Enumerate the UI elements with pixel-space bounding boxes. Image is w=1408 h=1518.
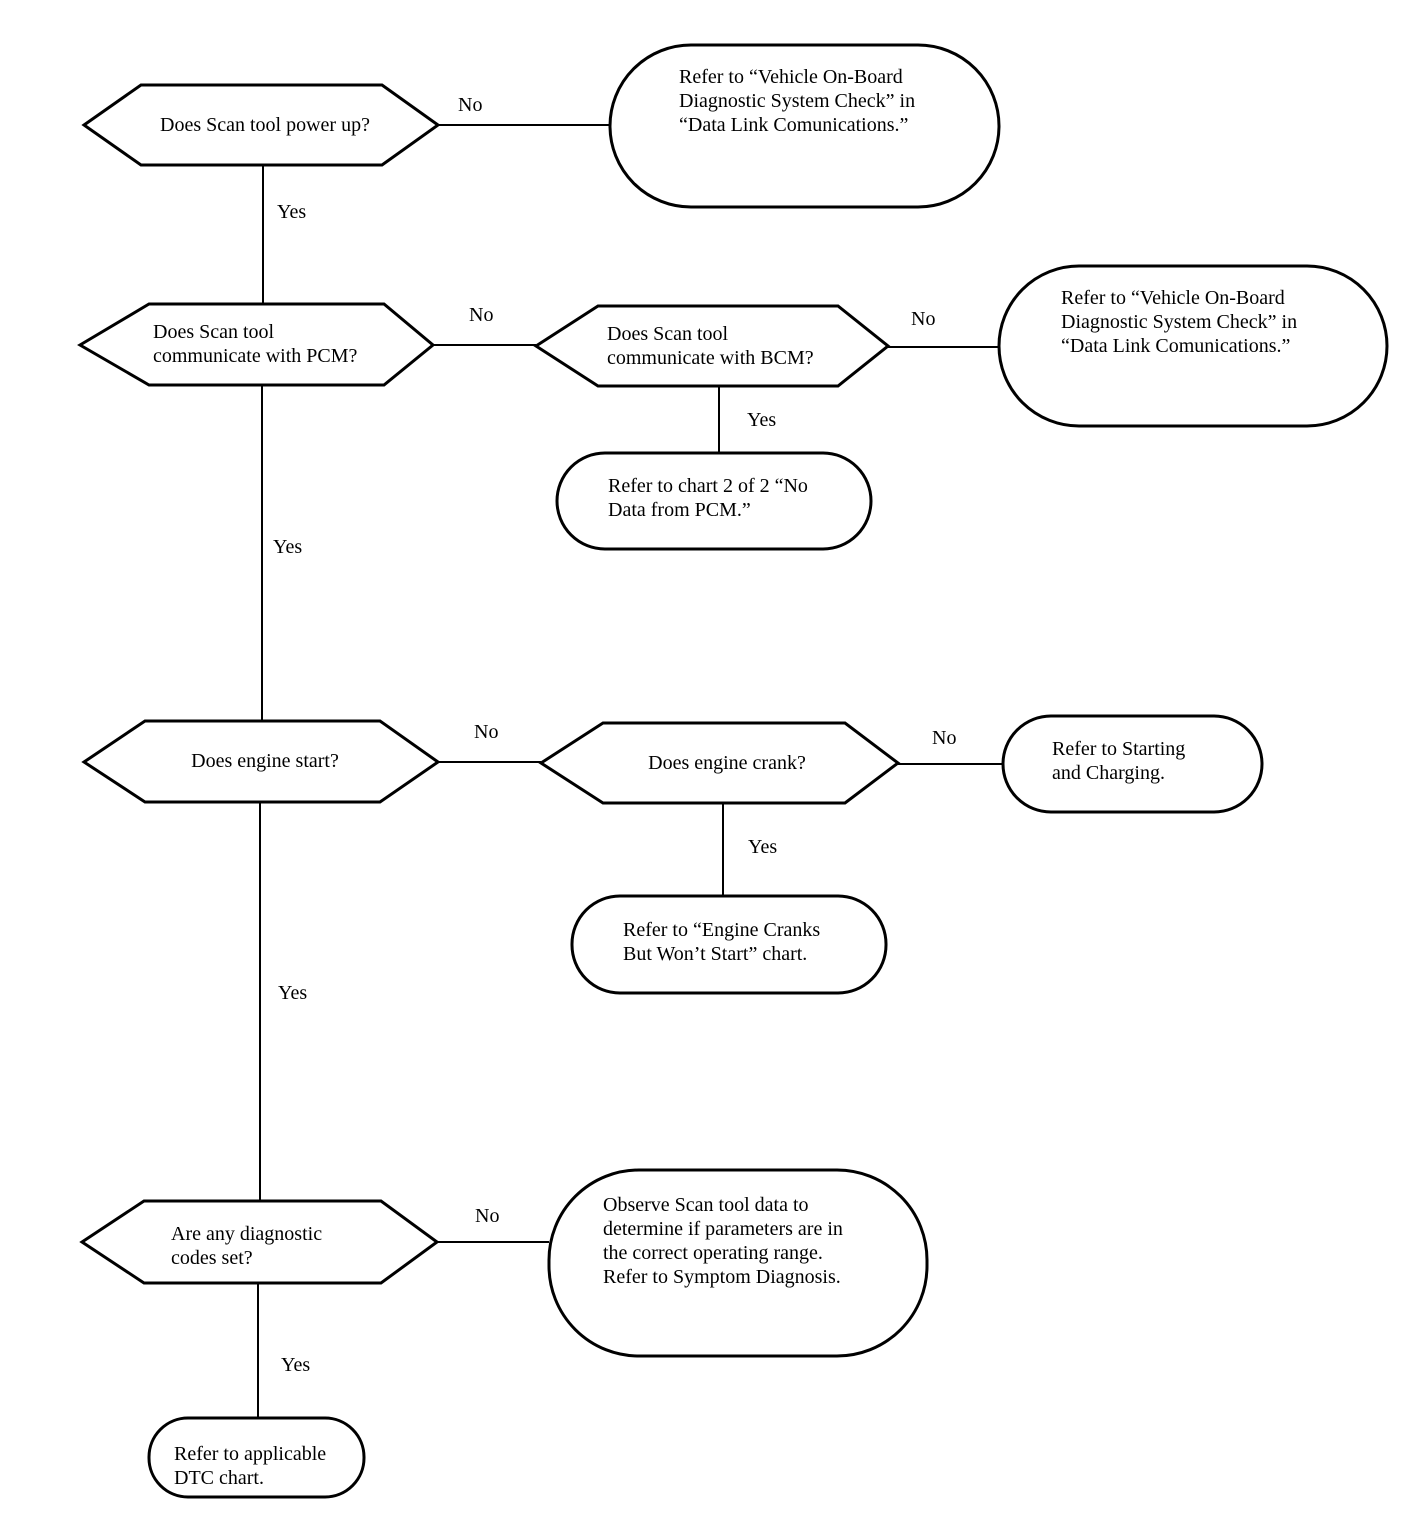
- terminal-obd-system-check: Refer to “Vehicle On-Board Diagnostic Sy…: [997, 264, 1389, 428]
- decision-text-line: Does Scan tool: [607, 323, 729, 345]
- svg-text:Does engine start?: Does engine start?: [191, 750, 339, 772]
- decision-text-line: Does engine crank?: [648, 752, 806, 774]
- svg-text:Refer to “Vehicle On-Board: Refer to “Vehicle On-Board Diagnostic Sy…: [679, 66, 920, 136]
- decision-text-line: communicate with PCM?: [153, 345, 358, 367]
- decision-text-line: codes set?: [171, 1247, 253, 1269]
- edge-label-yes: Yes: [277, 201, 306, 223]
- decision-text-line: Does Scan tool: [153, 321, 275, 343]
- decision-text-line: Does engine start?: [191, 750, 339, 772]
- decision-communicate-with-pcm: Does Scan tool communicate with PCM?: [77, 302, 436, 387]
- terminal-text-line: Refer to Starting: [1052, 738, 1185, 760]
- terminal-no-data-from-pcm: Refer to chart 2 of 2 “No Data from PCM.…: [555, 451, 873, 551]
- terminal-text-line: Refer to applicable: [174, 1443, 326, 1465]
- terminal-text-line: DTC chart.: [174, 1467, 264, 1489]
- svg-text:Does Scan tool power up?: Does Scan tool power up?: [160, 114, 370, 136]
- terminal-text-line: Observe Scan tool data to: [603, 1194, 809, 1216]
- svg-text:Does Scan tool communica: Does Scan tool communicate with BCM?: [607, 323, 814, 369]
- terminal-obd-system-check: Refer to “Vehicle On-Board Diagnostic Sy…: [608, 43, 1001, 209]
- terminal-applicable-dtc-chart: Refer to applicable DTC chart.: [147, 1416, 366, 1499]
- svg-text:Refer to chart 2 of 2 “No: Refer to chart 2 of 2 “No Data from PCM.…: [608, 475, 813, 521]
- edge-label-yes: Yes: [278, 982, 307, 1004]
- terminal-text-line: “Data Link Comunications.”: [679, 114, 908, 136]
- svg-text:Does Scan tool communica: Does Scan tool communicate with PCM?: [153, 321, 358, 367]
- edge-label-no: No: [911, 308, 935, 330]
- terminal-text-line: Diagnostic System Check” in: [1061, 311, 1297, 333]
- terminal-text-line: Refer to “Vehicle On-Board: [1061, 287, 1285, 309]
- terminal-text-line: determine if parameters are in: [603, 1218, 843, 1240]
- edge-label-yes: Yes: [273, 536, 302, 558]
- edge-label-no: No: [469, 304, 493, 326]
- terminal-text-line: “Data Link Comunications.”: [1061, 335, 1290, 357]
- edge-label-no: No: [474, 721, 498, 743]
- edge-label-no: No: [932, 727, 956, 749]
- edge-label-yes: Yes: [747, 409, 776, 431]
- decision-text-line: communicate with BCM?: [607, 347, 814, 369]
- terminal-starting-and-charging: Refer to Starting and Charging.: [1001, 714, 1264, 814]
- edge-label-no: No: [475, 1205, 499, 1227]
- terminal-text-line: Refer to “Vehicle On-Board: [679, 66, 903, 88]
- decision-text-line: Does Scan tool power up?: [160, 114, 370, 136]
- terminal-text-line: Refer to chart 2 of 2 “No: [608, 475, 808, 497]
- svg-text:Observe Scan tool data to: Observe Scan tool data to determine if p…: [603, 1194, 848, 1288]
- decision-text-line: Are any diagnostic: [171, 1223, 322, 1245]
- svg-text:Refer to Starting and Ch: Refer to Starting and Charging.: [1052, 738, 1190, 784]
- terminal-text-line: Refer to Symptom Diagnosis.: [603, 1266, 841, 1288]
- terminal-text-line: But Won’t Start” chart.: [623, 943, 807, 965]
- svg-text:Refer to “Engine Cranks: Refer to “Engine Cranks But Won’t Start”…: [623, 919, 825, 965]
- svg-text:Refer to applicable DTC: Refer to applicable DTC chart.: [174, 1443, 331, 1489]
- terminal-text-line: Data from PCM.”: [608, 499, 751, 521]
- edge-label-yes: Yes: [281, 1354, 310, 1376]
- decision-communicate-with-bcm: Does Scan tool communicate with BCM?: [533, 304, 891, 388]
- svg-text:Does engine crank?: Does engine crank?: [648, 752, 806, 774]
- terminal-observe-scan-tool-data: Observe Scan tool data to determine if p…: [547, 1168, 929, 1358]
- decision-scan-tool-power-up: Does Scan tool power up?: [81, 83, 441, 167]
- terminal-text-line: the correct operating range.: [603, 1242, 823, 1264]
- terminal-text-line: Refer to “Engine Cranks: [623, 919, 820, 941]
- terminal-engine-cranks-wont-start: Refer to “Engine Cranks But Won’t Start”…: [570, 894, 888, 995]
- svg-text:Refer to “Vehicle On-Board: Refer to “Vehicle On-Board Diagnostic Sy…: [1061, 287, 1302, 357]
- decision-engine-crank: Does engine crank?: [538, 721, 901, 805]
- svg-text:Are any diagnostic codes: Are any diagnostic codes set?: [171, 1223, 327, 1269]
- decision-diagnostic-codes-set: Are any diagnostic codes set?: [79, 1199, 440, 1285]
- edge-label-yes: Yes: [748, 836, 777, 858]
- terminal-text-line: Diagnostic System Check” in: [679, 90, 915, 112]
- decision-engine-start: Does engine start?: [81, 719, 441, 804]
- edge-label-no: No: [458, 94, 482, 116]
- terminal-text-line: and Charging.: [1052, 762, 1165, 784]
